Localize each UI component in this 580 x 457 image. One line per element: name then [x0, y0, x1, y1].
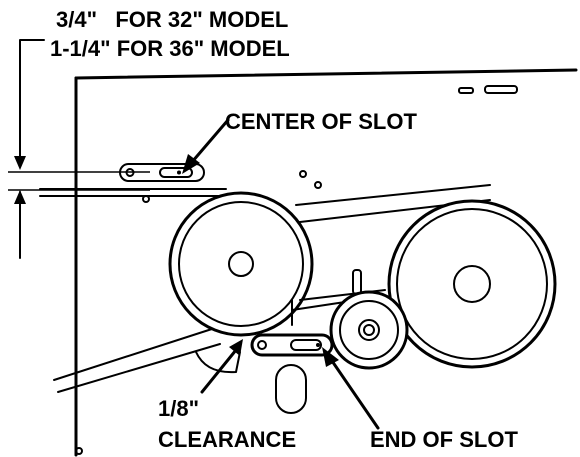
- hole: [314, 181, 322, 189]
- end-of-slot-leader: [322, 347, 380, 430]
- top-right-slot-a: [458, 87, 474, 94]
- corner-pin: [75, 447, 83, 455]
- upper-slot-bracket: [119, 163, 205, 182]
- clearance-value-label: 1/8": [158, 396, 199, 421]
- lower-slot-bracket: [250, 333, 334, 357]
- offset-dimension: [8, 39, 150, 259]
- clearance-leader: [200, 339, 243, 394]
- hole: [299, 170, 307, 178]
- belt: [39, 184, 491, 393]
- lower-cutout: [195, 351, 241, 374]
- oval-slot: [275, 364, 307, 414]
- end-of-slot-label: END OF SLOT: [370, 427, 518, 452]
- motor-pulley: [387, 199, 557, 369]
- top-right-slot-b: [484, 85, 518, 94]
- center-of-slot-leader: [182, 118, 230, 174]
- clearance-label: CLEARANCE: [158, 427, 296, 452]
- offset-label-32-model: 3/4" FOR 32" MODEL: [56, 7, 288, 32]
- pin: [142, 195, 150, 203]
- drive-pulley: [168, 191, 314, 337]
- idler-pulley: [329, 290, 409, 370]
- housing-frame: [74, 68, 578, 457]
- offset-label-36-model: 1-1/4" FOR 36" MODEL: [50, 36, 290, 61]
- center-of-slot-label: CENTER OF SLOT: [225, 109, 417, 134]
